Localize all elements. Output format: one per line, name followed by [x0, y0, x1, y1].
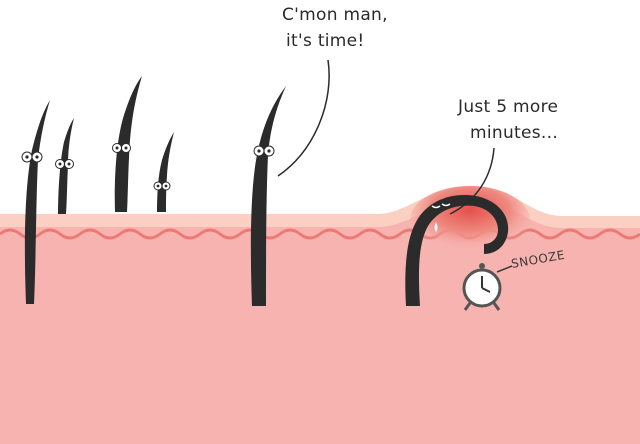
speech-pointer-right — [449, 147, 495, 215]
speech-right-line-2: minutes... — [470, 123, 558, 143]
snooze-pointer — [496, 265, 513, 273]
dermis-line — [0, 228, 640, 240]
drool-icon — [434, 222, 438, 232]
eyes-icon — [21, 151, 43, 163]
hair-talking — [250, 86, 286, 306]
hair-2 — [55, 118, 74, 214]
eyes-icon — [55, 159, 74, 169]
skin-surface — [0, 186, 640, 228]
eyes-icon — [253, 145, 275, 157]
eyes-icon — [112, 143, 131, 153]
alarm-clock-icon — [462, 263, 502, 311]
sleeping-eyes-icon — [431, 203, 451, 209]
hair-1 — [21, 100, 50, 304]
hair-4 — [153, 132, 174, 212]
eyes-icon — [153, 181, 171, 191]
hair-3 — [112, 76, 142, 212]
speech-top-line-1: C'mon man, — [282, 5, 388, 25]
speech-right-line-1: Just 5 more — [457, 97, 558, 117]
speech-pointer-top — [277, 59, 330, 177]
hair-ingrown — [405, 195, 509, 306]
speech-top-line-2: it's time! — [286, 31, 365, 51]
